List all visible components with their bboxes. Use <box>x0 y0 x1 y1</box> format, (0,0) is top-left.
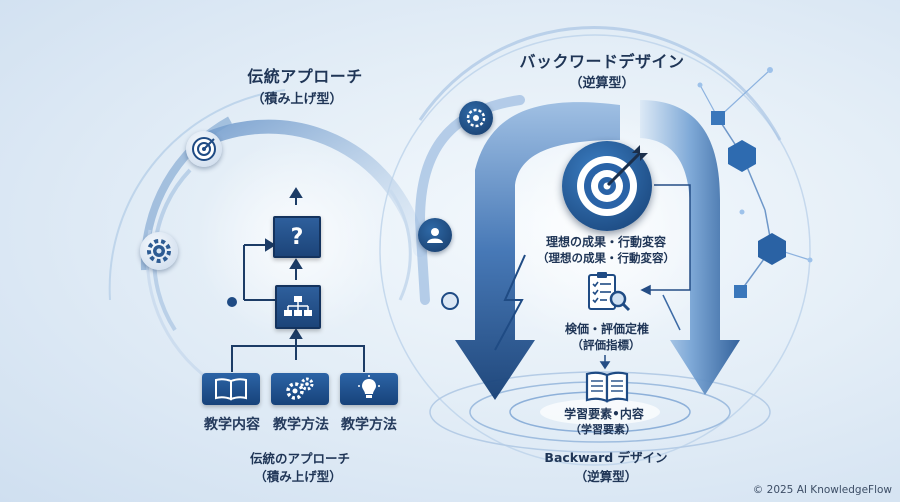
content-label: 学習要素•内容 <box>564 407 644 421</box>
left-flow-lines <box>231 187 365 372</box>
goal-label-sub: （理想の成果・行動変容） <box>537 251 675 265</box>
question-glyph: ? <box>290 224 304 250</box>
target-icon <box>186 131 222 167</box>
book-icon <box>202 373 260 405</box>
dot-marker <box>227 297 237 307</box>
backward-caption: Backward デザイン <box>544 450 668 465</box>
goal-label: 理想の成果・行動変容 <box>545 235 667 249</box>
small-ring-icon <box>441 292 459 310</box>
traditional-caption-sub: （積み上げ型） <box>254 469 342 484</box>
hierarchy-box <box>275 285 321 329</box>
item-label-1: 教学内容 <box>204 417 260 433</box>
item-label-2: 教学方法 <box>273 417 329 433</box>
assessment-label: 検価・評価定椎 <box>564 322 650 336</box>
backward-subtitle: （逆算型） <box>569 76 635 91</box>
gear-icon <box>140 232 178 270</box>
gears-icon <box>271 373 329 405</box>
traditional-title: 伝統アプローチ <box>247 67 363 86</box>
goal-target-icon <box>562 141 652 231</box>
assessment-label-sub: （評価指標） <box>571 338 641 352</box>
person-icon <box>418 218 452 252</box>
target-settings-icon <box>459 101 493 135</box>
checklist-icon <box>585 271 631 313</box>
traditional-subtitle: （積み上げ型） <box>251 92 343 107</box>
backward-caption-sub: （逆算型） <box>574 469 638 484</box>
item-label-3: 教学方法 <box>341 417 397 433</box>
org-chart-icon <box>284 296 312 316</box>
content-label-sub: （学習要素） <box>570 423 636 436</box>
open-book-icon <box>585 370 629 404</box>
backward-title: バックワードデザイン <box>519 52 685 71</box>
traditional-caption: 伝統のアプローチ <box>249 451 351 466</box>
network-decoration <box>697 67 813 298</box>
lightbulb-icon <box>340 373 398 405</box>
copyright-text: © 2025 AI KnowledgeFlow <box>752 484 892 496</box>
question-box: ? <box>273 216 321 258</box>
